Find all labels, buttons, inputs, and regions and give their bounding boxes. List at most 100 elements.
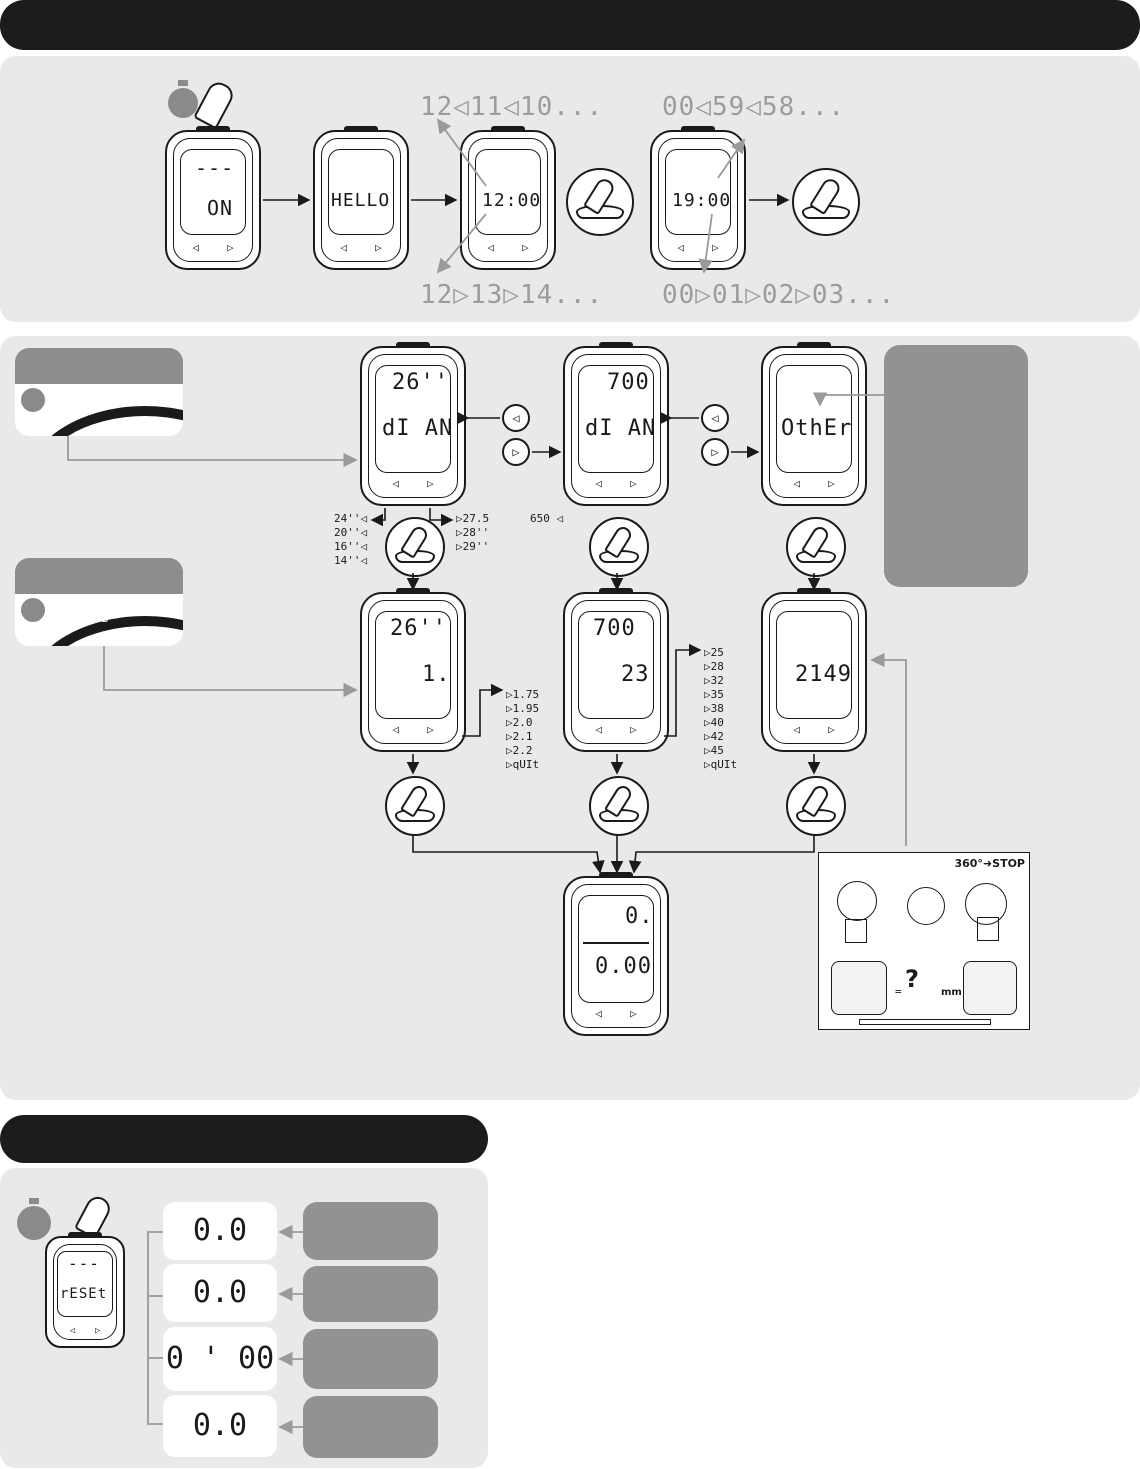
reset-info-box-1 [303, 1202, 438, 1260]
left-button-icon[interactable]: ◁ [392, 723, 399, 736]
left-button-icon[interactable]: ◁ [595, 1007, 602, 1020]
top-button[interactable] [599, 588, 633, 594]
press-button-icon [589, 776, 649, 836]
left-button-icon[interactable]: ◁ [192, 241, 199, 254]
top-button[interactable] [68, 1232, 102, 1238]
device-reset: --- rESEt ◁ ▷ [45, 1232, 125, 1348]
left-button-icon: ◁ [502, 404, 530, 432]
left-button-icon[interactable]: ◁ [793, 723, 800, 736]
larger-wheel-sizes-list: ▷27.5 ▷28'' ▷29'' [456, 512, 490, 553]
device-minute: 19:00 ◁ ▷ [650, 126, 746, 270]
top-button[interactable] [196, 126, 230, 132]
device-final: 0.0 0.00 ◁▷ [563, 872, 669, 1036]
press-button-icon [786, 776, 846, 836]
bicycle-wheel-icon [837, 881, 877, 921]
press-button-icon [786, 517, 846, 577]
minute-increase-sequence: 00▷01▷02▷03... [662, 280, 896, 310]
top-button[interactable] [344, 126, 378, 132]
bicycle-wheel-icon [907, 887, 945, 925]
device-hello: HELLO ◁ ▷ [313, 126, 409, 270]
right-button-icon[interactable]: ▷ [630, 477, 637, 490]
device-on: --- ON ◁▷ [165, 126, 261, 270]
650-size-option: 650 ◁ [530, 512, 564, 525]
right-button-icon[interactable]: ▷ [712, 241, 719, 254]
tire-width-label-tab [15, 558, 183, 594]
wheel-label-aa: AA [57, 404, 71, 417]
top-button[interactable] [599, 342, 633, 348]
tire-width-card: AA × BB [15, 594, 183, 646]
screen-main-text: 23 [621, 662, 650, 687]
other-info-box [884, 345, 1028, 587]
right-button-icon[interactable]: ▷ [828, 477, 835, 490]
screen-main-text: 19:00 [672, 190, 731, 211]
device-circumference: 2149 ◁▷ [761, 588, 867, 752]
right-button-icon[interactable]: ▷ [427, 477, 434, 490]
left-button-icon[interactable]: ◁ [793, 477, 800, 490]
distance-readout: 0.00 [595, 954, 652, 979]
screen-top-text: --- [68, 1254, 100, 1273]
screen-top-text: --- [195, 156, 235, 180]
screen-main-text: rESEt [60, 1286, 108, 1302]
right-button-icon[interactable]: ▷ [522, 241, 529, 254]
wheel-label-aa: AA [61, 616, 75, 629]
right-button-icon[interactable]: ▷ [227, 241, 234, 254]
left-button-icon[interactable]: ◁ [392, 477, 399, 490]
device-diam-700: 700 dI AN ◁▷ [563, 342, 669, 506]
right-button-icon[interactable]: ▷ [427, 723, 434, 736]
top-button[interactable] [396, 342, 430, 348]
screen-main-text: HELLO [331, 190, 391, 211]
left-button-icon[interactable]: ◁ [595, 477, 602, 490]
rotation-stop-label: 360°➜STOP [954, 857, 1025, 870]
wheel-size-label-tab [15, 348, 183, 384]
valve-marker-icon [977, 917, 999, 941]
right-button-icon[interactable]: ▷ [630, 723, 637, 736]
tire-width-700-list: ▷25 ▷28 ▷32 ▷35 ▷38 ▷40 ▷42 ▷45 ▷qUIt [704, 646, 738, 771]
unknown-distance-mark: ? [905, 965, 919, 993]
stopwatch-crown-icon [29, 1198, 39, 1204]
reset-info-box-4 [303, 1396, 438, 1458]
section-header-bar-setup [0, 0, 1140, 50]
top-button[interactable] [681, 126, 715, 132]
reset-readout-2: 0.0 [163, 1264, 277, 1322]
top-button[interactable] [491, 126, 525, 132]
press-button-icon [385, 517, 445, 577]
top-button[interactable] [797, 342, 831, 348]
right-button-icon[interactable]: ▷ [375, 241, 382, 254]
top-button[interactable] [797, 588, 831, 594]
screen-main-text: 12:00 [482, 190, 541, 211]
right-button-icon[interactable]: ▷ [828, 723, 835, 736]
right-button-icon: ▷ [502, 438, 530, 466]
left-button-icon[interactable]: ◁ [677, 241, 684, 254]
screen-main-text: OthEr [781, 416, 852, 441]
smaller-wheel-sizes-list: 24''◁ 20''◁ 16''◁ 14''◁ [334, 512, 368, 567]
press-button-icon [589, 517, 649, 577]
wheel-icon [21, 598, 45, 622]
ruler [859, 1019, 991, 1025]
right-button-icon[interactable]: ▷ [630, 1007, 637, 1020]
left-button-icon[interactable]: ◁ [340, 241, 347, 254]
left-button-icon[interactable]: ◁ [487, 241, 494, 254]
tire-contact-patch-left [831, 961, 887, 1015]
wheel-label-bb: BB [91, 400, 105, 413]
bicycle-wheel-icon [965, 883, 1007, 925]
press-button-icon [566, 168, 634, 236]
screen-top-text: 700 [593, 616, 636, 641]
screen-divider [583, 942, 649, 944]
screen-top-text: 26'' [392, 370, 449, 395]
wheel-label-bb: BB [95, 612, 109, 625]
left-button-icon[interactable]: ◁ [595, 723, 602, 736]
section-header-bar-reset [0, 1115, 488, 1163]
screen-main-text: 1.5 [422, 662, 451, 687]
top-button[interactable] [396, 588, 430, 594]
tire-contact-patch-right [963, 961, 1017, 1015]
reset-readout-1: 0.0 [163, 1202, 277, 1260]
top-button[interactable] [599, 872, 633, 878]
reset-info-box-3 [303, 1329, 438, 1389]
wheel-label-times: × [81, 614, 88, 627]
left-button-icon: ◁ [701, 404, 729, 432]
right-button-icon: ▷ [701, 438, 729, 466]
stopwatch-icon [17, 1206, 51, 1240]
left-button-icon[interactable]: ◁ [69, 1326, 75, 1336]
right-button-icon[interactable]: ▷ [95, 1326, 101, 1336]
